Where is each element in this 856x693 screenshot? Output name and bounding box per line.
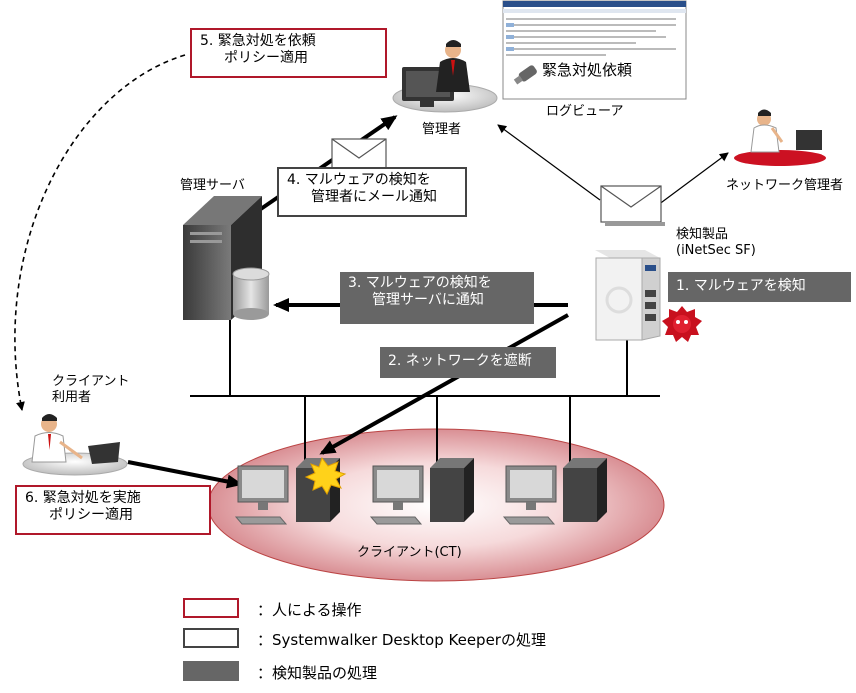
step-2-box: 2. ネットワークを遮断 bbox=[380, 347, 556, 378]
step-5-text-1: 5. 緊急対処を依頼 bbox=[200, 33, 316, 49]
log-viewer-label: ログビューア bbox=[546, 104, 624, 119]
arrow-to-network-admin bbox=[657, 152, 729, 206]
malware-icon bbox=[662, 306, 702, 342]
legend-text: ：Systemwalker Desktop Keeperの処理 bbox=[257, 631, 546, 649]
arrow-server-to-admin bbox=[250, 115, 398, 217]
envelope-icon bbox=[600, 185, 665, 226]
viewer-caption: 緊急対処依頼 bbox=[542, 61, 633, 79]
management-server-label: 管理サーバ bbox=[180, 178, 245, 193]
admin-label: 管理者 bbox=[422, 122, 462, 137]
step-2-text: 2. ネットワークを遮断 bbox=[388, 353, 532, 369]
mouse-hand-icon bbox=[513, 65, 537, 85]
arrow-user-to-client bbox=[127, 460, 243, 489]
step-3-text-1: 3. マルウェアの検知を bbox=[348, 275, 492, 291]
admin-person-icon bbox=[392, 40, 498, 113]
step-5-box: 5. 緊急対処を依頼 ポリシー適用 bbox=[190, 28, 387, 78]
legend-swatch-gray bbox=[183, 661, 239, 681]
step-6-text-1: 6. 緊急対処を実施 bbox=[25, 490, 141, 506]
step-6-box: 6. 緊急対処を実施 ポリシー適用 bbox=[15, 485, 211, 535]
step-6-text-2: ポリシー適用 bbox=[49, 507, 133, 523]
detection-product-model-label: (iNetSec SF) bbox=[676, 243, 756, 258]
step-1-box: 1. マルウェアを検知 bbox=[668, 272, 851, 302]
alert-burst-icon bbox=[304, 456, 347, 496]
network-admin-label: ネットワーク管理者 bbox=[726, 178, 844, 193]
storage-disk-icon bbox=[232, 267, 270, 320]
step-3-box: 3. マルウェアの検知を 管理サーバに通知 bbox=[340, 272, 534, 324]
arrow-block-network bbox=[319, 313, 569, 455]
detection-product-label: 検知製品 bbox=[676, 227, 729, 242]
step-5-text-2: ポリシー適用 bbox=[224, 50, 308, 66]
client-user-label: クライアント bbox=[52, 374, 130, 389]
arrow-to-admin bbox=[497, 124, 601, 201]
step-3-text-2: 管理サーバに通知 bbox=[372, 292, 484, 308]
step-4-text-2: 管理者にメール通知 bbox=[311, 189, 437, 205]
client-pc-icon bbox=[369, 458, 474, 525]
client-user-person-icon bbox=[22, 414, 128, 476]
step-4-text-1: 4. マルウェアの検知を bbox=[287, 172, 431, 188]
client-ct-label: クライアント(CT) bbox=[357, 545, 462, 560]
step-1-text: 1. マルウェアを検知 bbox=[676, 278, 806, 294]
log-viewer-screenshot bbox=[502, 0, 687, 100]
client-pc-icon bbox=[502, 458, 607, 525]
network-admin-person-icon bbox=[734, 109, 826, 166]
detection-appliance-icon bbox=[595, 250, 661, 341]
client-user-label-2: 利用者 bbox=[52, 390, 92, 405]
legend-swatch-dark bbox=[183, 628, 239, 648]
dashed-arrow bbox=[14, 54, 186, 411]
legend-text: ：人による操作 bbox=[257, 601, 362, 619]
legend-swatch-red bbox=[183, 598, 239, 618]
step-4-box: 4. マルウェアの検知を 管理者にメール通知 bbox=[277, 167, 467, 217]
legend-text: ：検知製品の処理 bbox=[257, 664, 378, 682]
